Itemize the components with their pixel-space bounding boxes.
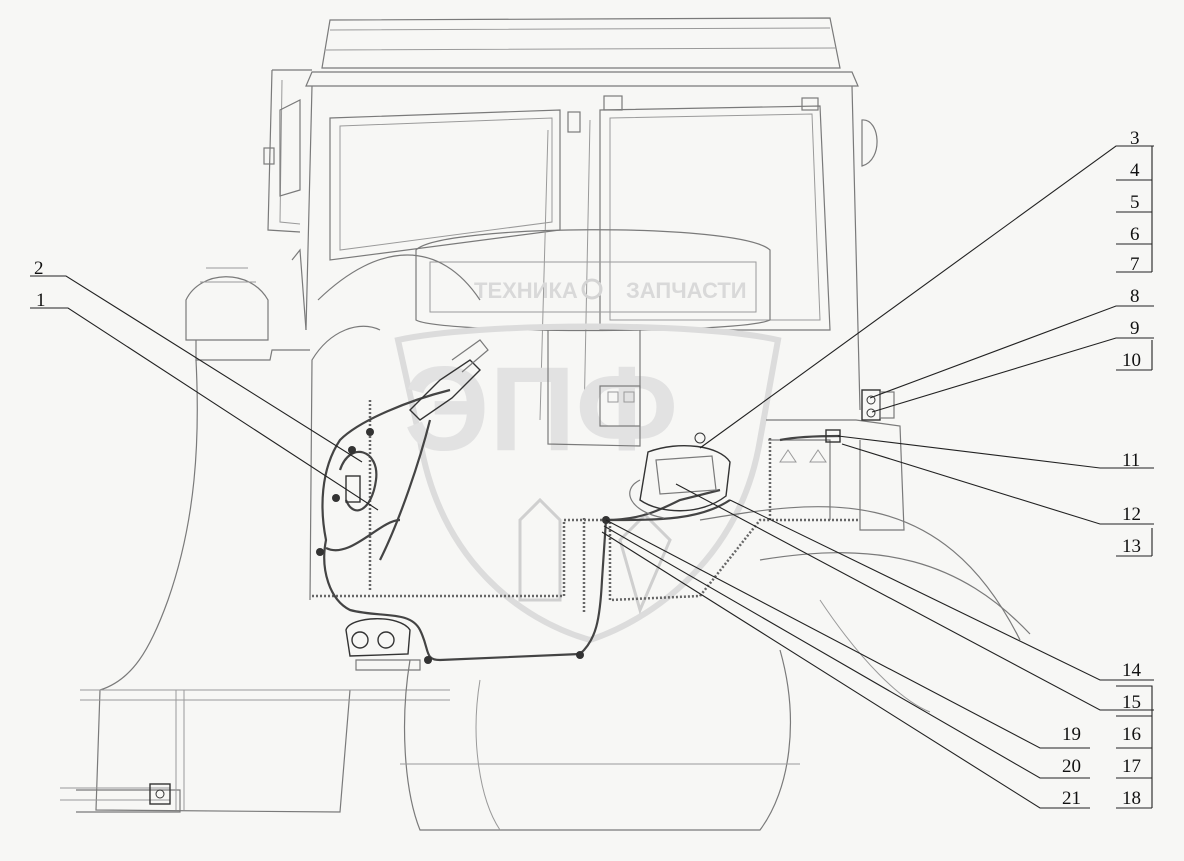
callout-19: 19 bbox=[1062, 724, 1081, 745]
cab-frame bbox=[263, 69, 878, 421]
callout-7: 7 bbox=[1130, 254, 1140, 275]
callout-9: 9 bbox=[1130, 318, 1140, 339]
cab-roof bbox=[305, 17, 859, 87]
callout-1: 1 bbox=[36, 290, 46, 311]
watermark-left: ТЕХНИКА bbox=[474, 278, 578, 303]
callout-6: 6 bbox=[1130, 224, 1140, 245]
watermark-right: ЗАПЧАСТИ bbox=[626, 278, 747, 303]
wiring-harness bbox=[316, 388, 841, 664]
leader-lines bbox=[30, 145, 1154, 809]
callout-14: 14 bbox=[1122, 660, 1142, 681]
callout-4: 4 bbox=[1130, 160, 1140, 181]
callout-2: 2 bbox=[34, 258, 44, 279]
right-box bbox=[766, 389, 905, 531]
callout-numbers: 1 2 3 4 5 6 7 8 9 10 11 12 13 14 15 16 1… bbox=[34, 128, 1142, 809]
callout-3: 3 bbox=[1130, 128, 1140, 149]
callout-13: 13 bbox=[1122, 536, 1141, 557]
components bbox=[345, 330, 731, 671]
callout-20: 20 bbox=[1062, 756, 1081, 777]
callout-10: 10 bbox=[1122, 350, 1141, 371]
callout-11: 11 bbox=[1122, 450, 1140, 471]
watermark-letters: ЭПФ bbox=[404, 342, 678, 476]
dashboard-panel: ТЕХНИКА ЗАПЧАСТИ bbox=[415, 229, 771, 332]
callout-8: 8 bbox=[1130, 286, 1140, 307]
cab-floor bbox=[309, 325, 770, 614]
left-body bbox=[99, 248, 481, 691]
lower-frame bbox=[60, 506, 1031, 831]
callout-17: 17 bbox=[1122, 756, 1141, 777]
callout-5: 5 bbox=[1130, 192, 1140, 213]
callout-16: 16 bbox=[1122, 724, 1141, 745]
callout-18: 18 bbox=[1122, 788, 1141, 809]
callout-21: 21 bbox=[1062, 788, 1081, 809]
callout-15: 15 bbox=[1122, 692, 1141, 713]
callout-table-top bbox=[1116, 146, 1153, 809]
gear-icon bbox=[581, 278, 603, 300]
watermark-shield: ЭПФ bbox=[394, 323, 782, 644]
callout-12: 12 bbox=[1122, 504, 1141, 525]
